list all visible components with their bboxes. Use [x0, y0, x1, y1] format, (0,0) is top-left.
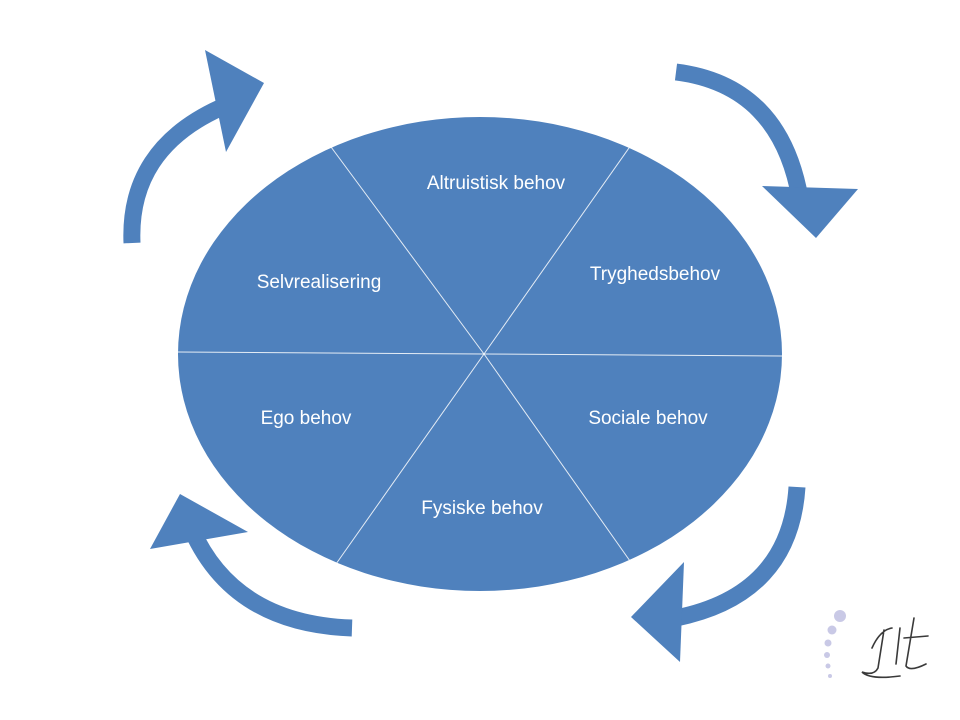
logo-ink: [861, 617, 929, 679]
divider-left: [177, 351, 485, 355]
cycle-arrows: [123, 50, 858, 662]
segment-label-sociale: Sociale behov: [588, 408, 708, 429]
segment-dividers: [177, 127, 783, 565]
segment-label-ego: Ego behov: [261, 408, 352, 429]
divider-bottom-right: [483, 353, 631, 562]
logo-dot-1: [834, 610, 846, 622]
segment-label-altruistisk: Altruistisk behov: [427, 173, 566, 194]
divider-bottom-left: [335, 353, 485, 565]
divider-top-right: [483, 127, 644, 355]
curved-arrow-icon-bottom-left: [150, 494, 353, 637]
curved-arrow-icon-top-left: [123, 50, 264, 244]
divider-right: [483, 353, 783, 357]
segment-label-selvrealisering: Selvrealisering: [257, 272, 382, 293]
divider-top-left: [316, 127, 485, 355]
curved-arrow-icon-bottom-right: [631, 486, 806, 662]
logo-dot-2: [827, 625, 837, 635]
segment-labels: Altruistisk behov Tryghedsbehov Sociale …: [257, 173, 721, 519]
logo-dot-3: [824, 639, 832, 647]
segment-label-fysiske: Fysiske behov: [421, 498, 543, 519]
logo-dot-4: [824, 652, 830, 658]
logo-dot-5: [825, 663, 831, 669]
segment-label-tryghed: Tryghedsbehov: [590, 264, 721, 285]
handwritten-monogram-logo: [824, 610, 929, 679]
curved-arrow-icon-top-right: [674, 63, 858, 238]
logo-dot-6: [828, 674, 832, 678]
